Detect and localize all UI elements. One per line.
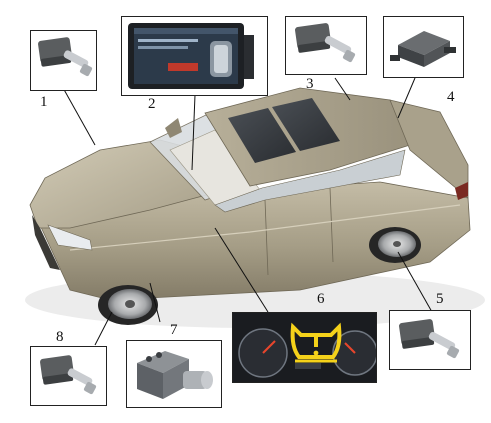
panoramic-roof-rear xyxy=(272,98,340,151)
callout-number-5: 5 xyxy=(436,291,444,307)
car-trunk xyxy=(389,99,469,199)
tail-light xyxy=(455,182,468,200)
callout-number-8: 8 xyxy=(56,329,64,345)
panoramic-roof-front xyxy=(228,108,296,163)
callout-number-3: 3 xyxy=(306,76,314,92)
tyre-pressure-sensor-icon xyxy=(40,355,97,395)
headlight xyxy=(47,224,93,251)
callout-box-3 xyxy=(285,16,367,75)
door-lines xyxy=(264,187,334,276)
tyre-pressure-sensor-icon xyxy=(295,23,356,63)
instrument-cluster-icon xyxy=(233,313,376,382)
side-windows xyxy=(214,149,406,213)
leader-lines xyxy=(61,77,433,346)
front-grille xyxy=(32,215,60,270)
callout-number-1: 1 xyxy=(40,94,48,110)
front-wheel xyxy=(98,285,158,325)
side-mirror xyxy=(165,118,182,138)
callout-number-2: 2 xyxy=(148,96,156,112)
callout-number-4: 4 xyxy=(447,89,455,105)
callout-number-7: 7 xyxy=(170,322,178,338)
control-unit-icon xyxy=(390,31,456,67)
callout-box-6 xyxy=(232,312,377,383)
callout-box-8 xyxy=(30,346,107,406)
callout-box-2 xyxy=(121,16,268,96)
tyre-pressure-sensor-icon xyxy=(399,319,460,359)
tyre-pressure-warning-icon xyxy=(290,322,342,363)
dsc-unit-icon xyxy=(137,351,213,399)
tyre-pressure-sensor-icon xyxy=(38,37,93,77)
callout-number-6: 6 xyxy=(317,291,325,307)
callout-box-1 xyxy=(30,30,97,91)
callout-box-5 xyxy=(389,310,471,370)
central-display-icon xyxy=(128,23,254,89)
callout-box-4 xyxy=(383,16,464,78)
rear-wheel xyxy=(369,227,421,263)
callout-box-7 xyxy=(126,340,222,408)
